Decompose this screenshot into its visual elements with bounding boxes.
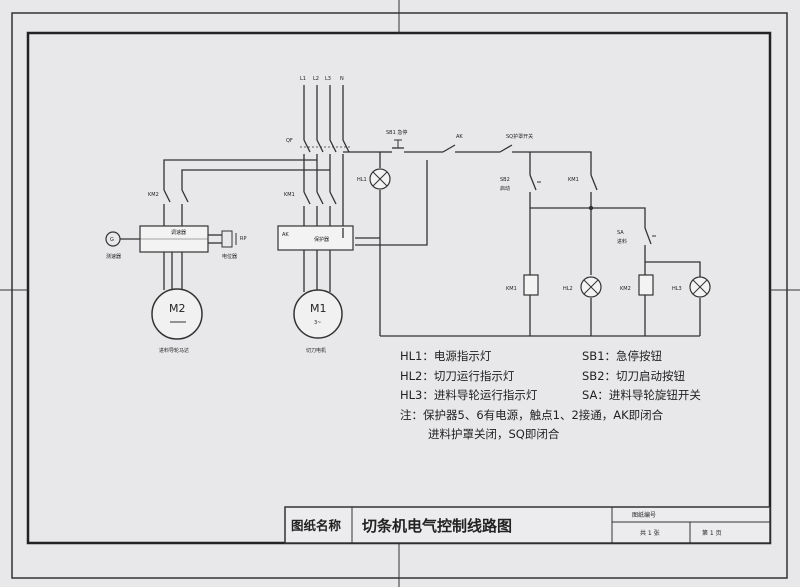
protector-label: 保护器 [314,236,329,243]
supply-wires [303,85,344,140]
speed-controller-label: 调速器 [171,229,186,236]
ak-contact: AK [442,134,463,153]
label-l1: L1 [300,76,306,82]
sa-switch: SA 进料 [617,227,656,245]
sq-switch: SQ护罩开关 [499,133,533,153]
title-block: 图纸名称 切条机电气控制线路图 图纸编号 共 1 张 第 1 页 [284,506,771,544]
legend: HL1：电源指示灯 HL2：切刀运行指示灯 HL3：进料导轮运行指示灯 SB1：… [400,349,701,441]
junction-dot [588,205,594,211]
km1-aux-label: KM1 [568,177,579,183]
ak-label: AK [456,134,463,140]
sb1-label: SB1 急停 [386,129,407,136]
sb2-label: SB2 [500,177,510,183]
label-km2-contact: KM2 [148,192,159,198]
label-qf: QF [286,138,293,144]
speed-controller: 调速器 [139,225,209,253]
km1-contacts: KM1 [284,191,337,226]
pot-label: 电位器 [222,253,237,260]
m1-name: 切刀电机 [306,347,326,354]
tacho-label: 测速器 [106,253,121,260]
label-l2: L2 [313,76,319,82]
sheets-total: 共 1 张 [640,529,660,537]
legend-hl3: HL3：进料导轮运行指示灯 [400,388,538,402]
protector: AK 保护器 [277,225,354,251]
controller-feed-wires [163,159,330,190]
legend-sa: SA：进料导轮旋钮开关 [582,388,701,402]
km1-coil: KM1 [506,274,539,296]
m1-sublabel: 3~ [314,320,321,326]
hl3-label: HL3 [672,286,682,292]
km2-coil-label: KM2 [620,286,631,292]
hl2-lamp: HL2 [563,276,602,298]
label-n: N [340,76,344,82]
drawing-title: 切条机电气控制线路图 [362,517,512,535]
hl2-label: HL2 [563,286,573,292]
title-name-label: 图纸名称 [291,518,342,533]
supply-labels: L1 L2 L3 N [300,76,344,82]
m2-sublabel: 进料导轮马达 [159,347,189,354]
hl1-lamp: HL1 [357,168,391,190]
potentiometer: RP 电位器 [208,230,247,260]
sheet-number: 第 1 页 [702,529,722,537]
sb1-estop: SB1 急停 [386,129,407,149]
sa-label: SA [617,230,624,236]
m1-motor: M1 3~ 切刀电机 [293,250,343,354]
note-line-1: 注：保护器5、6有电源，触点1、2接通，AK即闭合 [400,408,664,422]
tacho-symbol: G [110,237,114,243]
km2-contacts: KM2 [148,189,189,226]
sb2-start: SB2 启动 [500,174,541,192]
legend-sb1: SB1：急停按钮 [582,349,663,363]
legend-sb2: SB2：切刀启动按钮 [582,369,686,383]
sb2-sub: 启动 [500,185,510,192]
km1-aux-contact: KM1 [568,174,598,191]
km2-coil: KM2 [620,274,654,296]
m2-motor: M2 进料导轮马达 [151,252,203,354]
label-km1-contact: KM1 [284,192,295,198]
legend-hl1: HL1：电源指示灯 [400,349,492,363]
note-line-2: 进料护罩关闭，SQ即闭合 [428,427,560,441]
legend-hl2: HL2：切刀运行指示灯 [400,369,515,383]
km1-coil-label: KM1 [506,286,517,292]
hl1-label: HL1 [357,177,367,183]
pot-tag: RP [240,236,247,242]
hl3-lamp: HL3 [672,276,711,298]
tachometer: G 测速器 [105,231,140,260]
m1-label: M1 [310,302,327,315]
sa-sub: 进料 [617,238,627,245]
protector-ak-label: AK [282,232,289,238]
label-l3: L3 [325,76,331,82]
sq-label: SQ护罩开关 [506,133,533,140]
m2-label: M2 [169,302,186,315]
drawing-no-label: 图纸编号 [632,511,656,519]
